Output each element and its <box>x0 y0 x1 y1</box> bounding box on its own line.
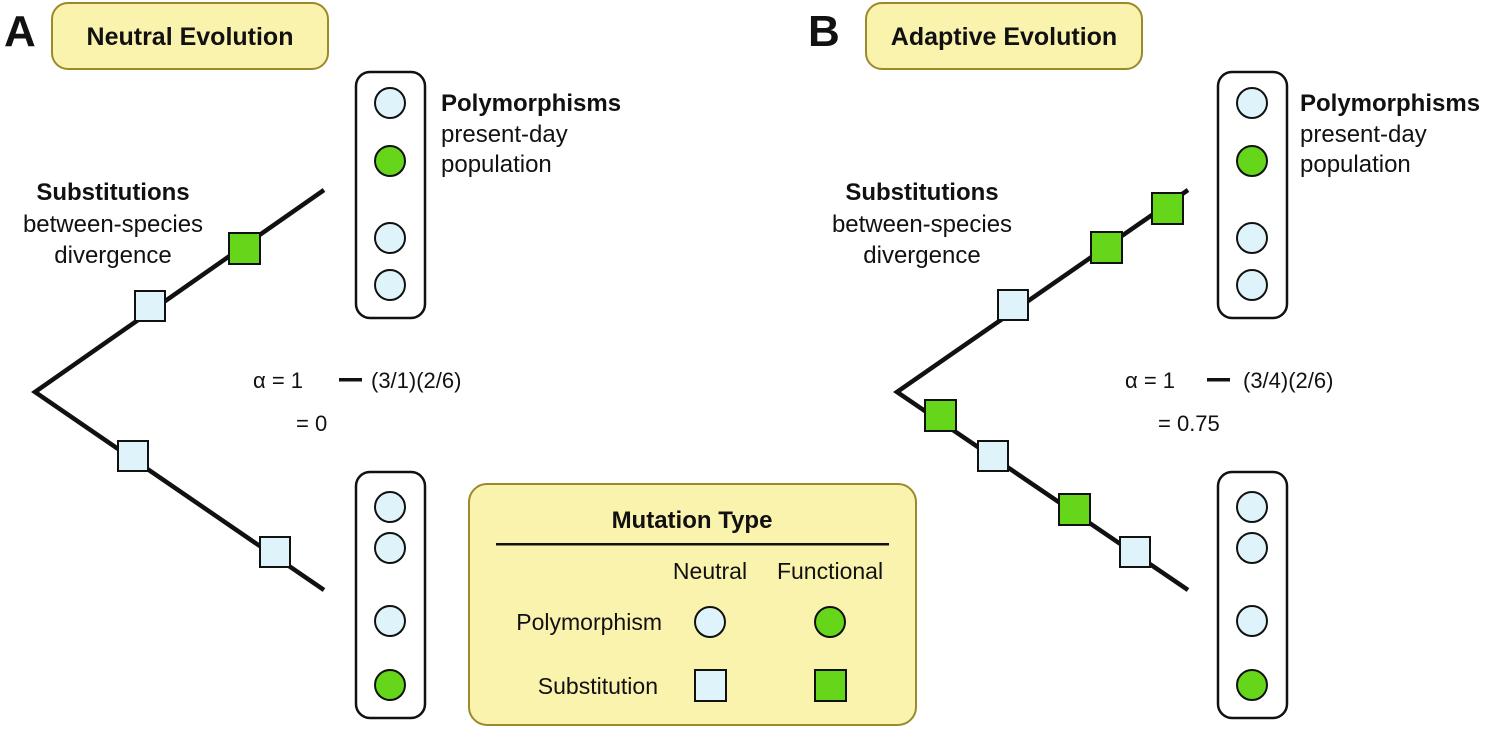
panel-b-formula-minus <box>1207 378 1230 382</box>
neutral-polymorphism-circle <box>1236 532 1268 564</box>
panel-a-formula-rhs: (3/1)(2/6) <box>371 368 461 393</box>
neutral-polymorphism-circle <box>1236 269 1268 301</box>
panel-a-substitutions-line2: divergence <box>54 242 171 269</box>
panel-a-substitutions-line1: between-species <box>23 211 203 238</box>
functional-substitution-square <box>228 232 261 265</box>
panel-a-formula-minus <box>339 378 362 382</box>
functional-substitution-square <box>1058 493 1091 526</box>
panel-b-lower-population-box <box>1216 470 1289 720</box>
panel-b: B Adaptive Evolution Substitutions betwe… <box>808 2 1480 720</box>
neutral-polymorphism-circle <box>1236 491 1268 523</box>
neutral-substitution-square <box>997 289 1029 321</box>
legend-divider <box>496 543 889 546</box>
panel-b-letter: B <box>808 7 840 56</box>
legend-col-functional: Functional <box>777 558 883 584</box>
neutral-substitution-square <box>117 440 149 472</box>
panel-a-polymorphisms-heading: Polymorphisms <box>441 90 621 117</box>
mutation-type-legend: Mutation Type Neutral Functional Polymor… <box>468 483 917 726</box>
neutral-substitution-square <box>1119 536 1151 568</box>
panel-a-upper-population-box <box>354 70 427 320</box>
neutral-polymorphism-circle <box>374 605 406 637</box>
legend-neutral-polymorphism-circle <box>694 606 726 638</box>
functional-polymorphism-circle <box>374 145 406 177</box>
neutral-polymorphism-circle <box>1236 87 1268 119</box>
neutral-polymorphism-circle <box>374 532 406 564</box>
neutral-polymorphism-circle <box>374 87 406 119</box>
panel-a: A Neutral Evolution Substitutions betwee… <box>4 2 621 720</box>
panel-b-title: Adaptive Evolution <box>891 23 1117 51</box>
panel-b-substitutions-heading: Substitutions <box>845 179 998 206</box>
panel-b-title-box <box>865 2 1143 70</box>
panel-a-polymorphisms-line1: present-day <box>441 121 568 148</box>
legend-row-substitution: Substitution <box>538 673 658 699</box>
panel-a-phylogeny-branches <box>31 188 326 592</box>
functional-substitution-square <box>924 399 957 432</box>
neutral-polymorphism-circle <box>1236 605 1268 637</box>
neutral-substitution-square <box>134 290 166 322</box>
legend-title: Mutation Type <box>612 507 773 534</box>
panel-a-polymorphisms-line2: population <box>441 151 552 178</box>
panel-b-formula-lhs: α = 1 <box>1125 368 1175 393</box>
panel-b-substitutions-line2: divergence <box>863 242 980 269</box>
functional-polymorphism-circle <box>1236 669 1268 701</box>
panel-a-formula-lhs: α = 1 <box>253 368 303 393</box>
neutral-polymorphism-circle <box>374 222 406 254</box>
panel-a-title-box <box>51 2 329 70</box>
legend-neutral-substitution-square <box>694 669 727 702</box>
legend-functional-substitution-square <box>814 669 847 702</box>
panel-b-polymorphisms-heading: Polymorphisms <box>1300 90 1480 117</box>
neutral-polymorphism-circle <box>374 269 406 301</box>
neutral-substitution-square <box>977 440 1009 472</box>
neutral-substitution-square <box>259 536 291 568</box>
panel-a-formula-result: = 0 <box>296 411 327 436</box>
panel-b-polymorphisms-line1: present-day <box>1300 121 1427 148</box>
functional-substitution-square <box>1151 192 1184 225</box>
functional-polymorphism-circle <box>1236 145 1268 177</box>
panel-a-lower-population-box <box>354 470 427 720</box>
legend-col-neutral: Neutral <box>673 558 747 584</box>
panel-b-formula-result: = 0.75 <box>1158 411 1220 436</box>
panel-a-title: Neutral Evolution <box>87 23 294 51</box>
panel-b-polymorphisms-line2: population <box>1300 151 1411 178</box>
neutral-polymorphism-circle <box>1236 222 1268 254</box>
panel-a-substitutions-heading: Substitutions <box>36 179 189 206</box>
panel-b-formula-rhs: (3/4)(2/6) <box>1243 368 1333 393</box>
panel-b-substitutions-line1: between-species <box>832 211 1012 238</box>
legend-functional-polymorphism-circle <box>814 606 846 638</box>
functional-polymorphism-circle <box>374 669 406 701</box>
neutral-polymorphism-circle <box>374 491 406 523</box>
functional-substitution-square <box>1090 231 1123 264</box>
panel-a-letter: A <box>4 7 36 56</box>
panel-b-upper-population-box <box>1216 70 1289 320</box>
legend-row-polymorphism: Polymorphism <box>516 609 662 635</box>
